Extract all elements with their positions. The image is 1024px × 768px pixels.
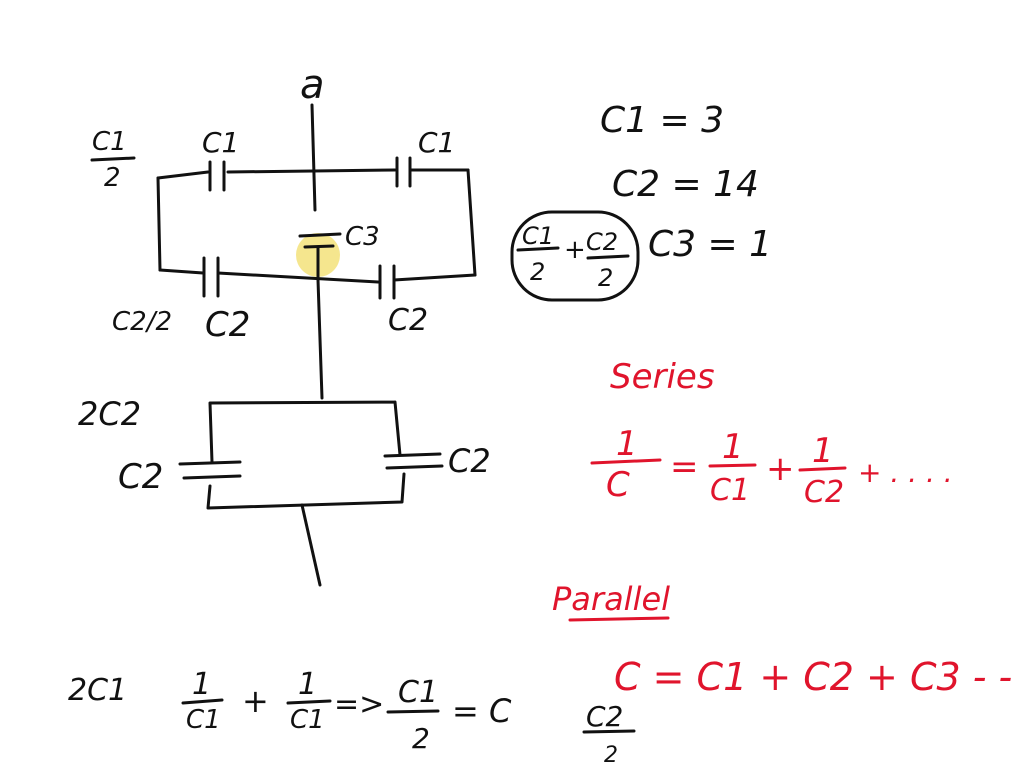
bottom-t2-num: 1: [298, 667, 317, 702]
series-lhs-num: 1: [616, 424, 638, 464]
wire-right-side: [466, 168, 477, 277]
circled-sum-a-num: C1: [522, 222, 554, 250]
circled-sum-plus: +: [564, 235, 586, 265]
value-c3: C3 = 1: [648, 224, 772, 265]
wire-top-rail: [156, 168, 470, 180]
value-c2: C2 = 14: [612, 164, 759, 205]
wire-a-lead: [310, 103, 317, 212]
wire-middle-lead: [316, 278, 324, 400]
wire-bottom-rail: [158, 268, 477, 284]
wire-left-side: [156, 176, 162, 272]
series-t2-num: 1: [812, 431, 834, 471]
bottom-plus: +: [242, 682, 269, 720]
series-t2-den: C2: [804, 475, 844, 510]
capacitor-c1-left: [208, 160, 226, 192]
wire-parallel-block: [206, 400, 406, 510]
label-c3: C3: [345, 222, 380, 252]
series-t1-num: 1: [722, 427, 744, 467]
series-plus: +: [766, 449, 795, 489]
bottom-extra-num: C2: [586, 700, 623, 733]
capacitor-c2-lower-left: [178, 460, 242, 480]
bottom-rhs: = C: [452, 692, 512, 730]
label-c2-half: C2/2: [112, 307, 172, 337]
label-c1-half-num: C1: [92, 127, 127, 157]
circled-sum-outline: [510, 210, 640, 302]
black-fraction-bars: [90, 156, 636, 734]
circled-sum-a-den: 2: [530, 258, 545, 286]
circled-sum-b-den: 2: [598, 264, 613, 292]
capacitor-c3: [298, 232, 342, 249]
series-lhs-den: C: [606, 465, 630, 505]
label-c2-left: C2: [205, 305, 250, 345]
series-eq: =: [670, 447, 699, 487]
label-c1-right: C1: [418, 126, 455, 159]
value-c1: C1 = 3: [600, 100, 724, 141]
wire-bottom-lead: [300, 503, 322, 587]
label-c2-bottom-left: C2: [118, 457, 163, 497]
bottom-t1-num: 1: [192, 667, 211, 702]
circled-sum-b-num: C2: [586, 228, 618, 256]
circuit-diagram: [156, 103, 477, 587]
series-tail: + . . . .: [858, 456, 953, 489]
bottom-extra-den: 2: [604, 743, 618, 768]
capacitor-c1-right: [395, 156, 412, 188]
parallel-heading: Parallel: [552, 580, 670, 618]
capacitor-c2-lower-right: [383, 452, 444, 470]
label-node-a: a: [300, 62, 325, 108]
red-fraction-bars: [568, 458, 847, 622]
bottom-t1-den: C1: [186, 705, 221, 735]
parallel-formula: C = C1 + C2 + C3 - - - -: [614, 655, 1024, 699]
bottom-r-num: C1: [398, 675, 438, 710]
bottom-r-den: 2: [412, 722, 430, 755]
capacitor-c2-left: [202, 256, 220, 298]
series-t1-den: C1: [710, 473, 750, 508]
capacitor-c2-right: [378, 264, 396, 300]
label-c1-left: C1: [202, 126, 239, 159]
label-2c2: 2C2: [78, 395, 141, 433]
series-heading: Series: [610, 357, 715, 397]
bottom-t2-den: C1: [290, 705, 325, 735]
label-c2-bottom-right: C2: [448, 442, 491, 480]
bottom-prefix: 2C1: [68, 673, 127, 708]
bottom-arrow: =>: [334, 687, 384, 722]
label-c1-half-den: 2: [104, 163, 121, 193]
label-c2-right: C2: [388, 303, 428, 338]
